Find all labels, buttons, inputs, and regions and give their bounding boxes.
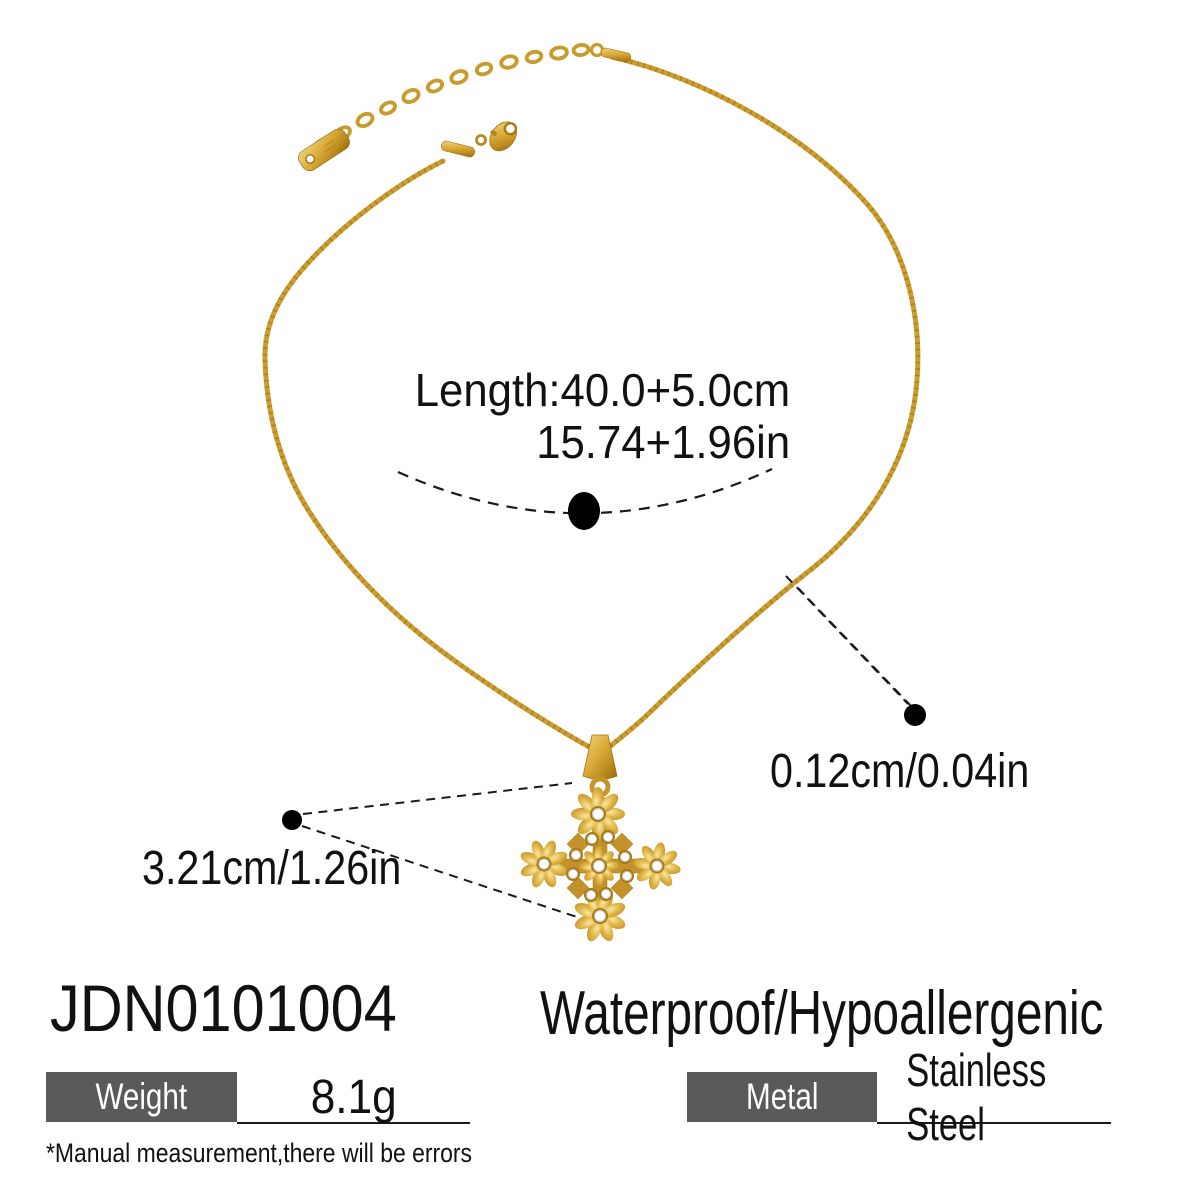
pendant-size-annotation — [282, 782, 581, 919]
lobster-clasp — [489, 121, 518, 152]
measurement-note: *Manual measurement,there will be errors — [46, 1138, 473, 1168]
necklace-chain-right — [604, 54, 921, 752]
length-label-in: 15.74+1.96in — [536, 416, 791, 468]
chain-end-cap-right — [589, 42, 632, 63]
metal-value: Stainless Steel — [877, 1044, 1111, 1150]
weight-label: Weight — [95, 1076, 188, 1117]
weight-value: 8.1g — [237, 1071, 470, 1124]
crystals — [536, 806, 665, 924]
thickness-leader-line — [797, 587, 913, 708]
chain-end-cap-left — [440, 134, 487, 158]
necklace-chain-left — [262, 158, 596, 752]
thickness-annotation — [785, 575, 926, 726]
pendant-size-label: 3.21cm/1.26in — [142, 842, 402, 895]
length-label: Length:40.0+5.0cm 15.74+1.96in — [395, 364, 790, 468]
length-indicator-dot — [568, 492, 600, 530]
chain-thickness-label: 0.12cm/0.04in — [770, 745, 1030, 798]
thickness-leader-line — [785, 575, 909, 705]
metal-label: Metal — [745, 1076, 819, 1117]
length-label-cm: Length:40.0+5.0cm — [414, 364, 791, 416]
extension-chain — [312, 43, 591, 155]
weight-label-box: Weight — [46, 1072, 237, 1122]
product-feature: Waterproof/Hypoallergenic — [540, 979, 1104, 1048]
metal-label-box: Metal — [687, 1072, 877, 1122]
size-leader-line — [302, 782, 573, 815]
size-leader-line — [301, 825, 581, 919]
cross-pendant — [511, 734, 685, 952]
size-indicator-dot — [282, 810, 302, 830]
chain-tag — [298, 128, 350, 172]
thickness-indicator-dot — [904, 704, 926, 726]
length-annotation — [397, 468, 773, 530]
product-sku: JDN0101004 — [50, 971, 397, 1045]
